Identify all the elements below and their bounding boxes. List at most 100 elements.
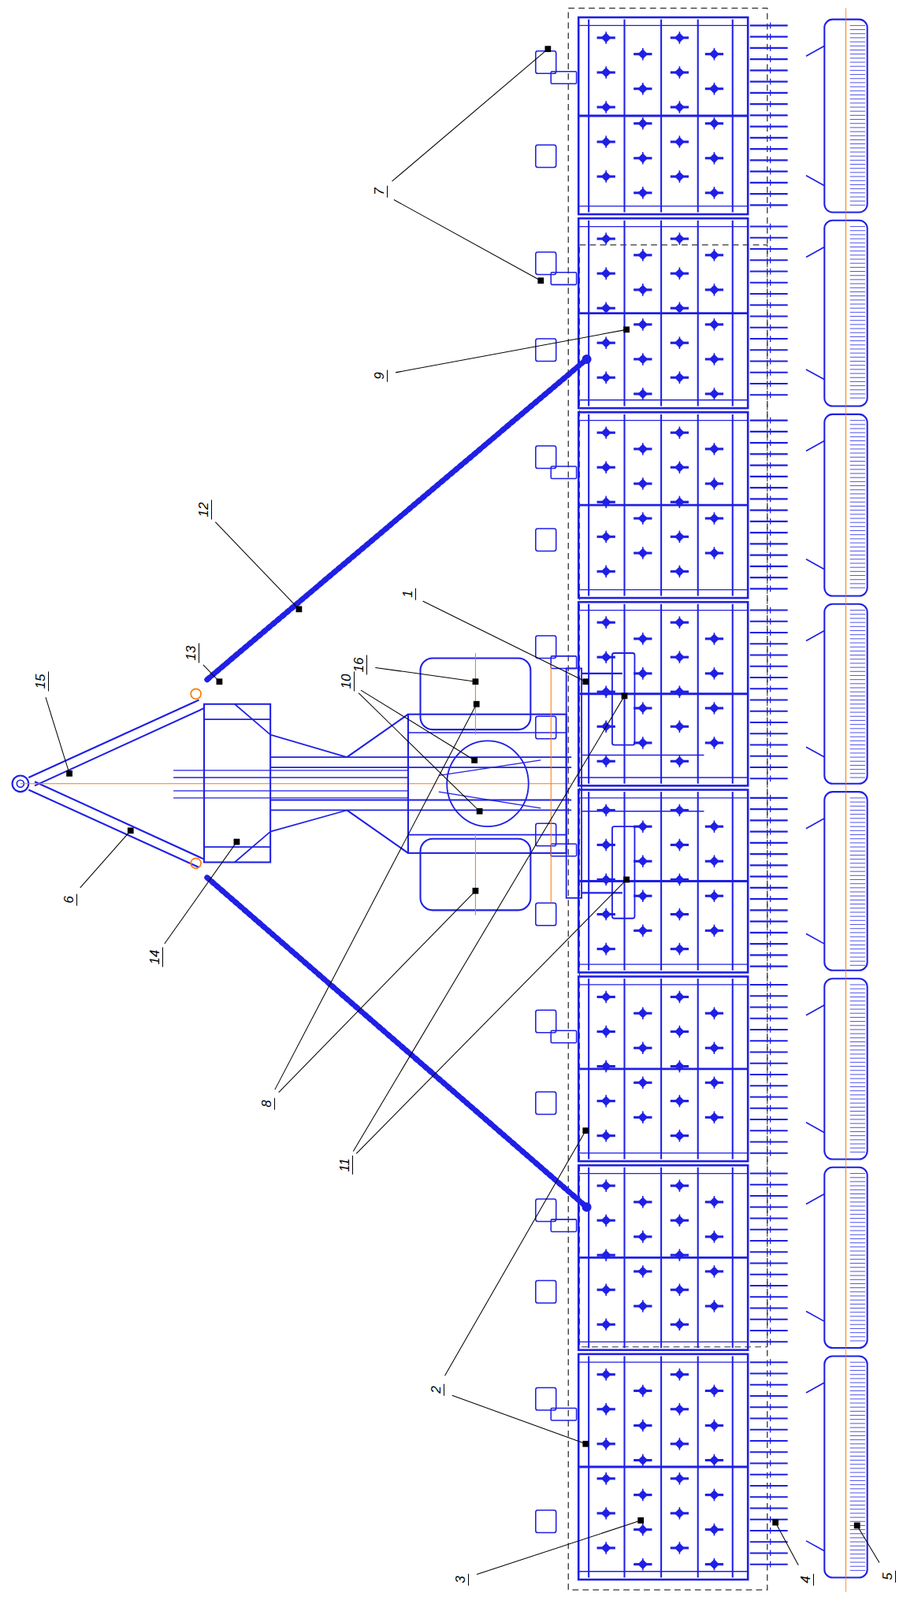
outline-line: [750, 248, 788, 250]
outline-line: [769, 279, 771, 287]
outline-line: [850, 464, 866, 466]
share-mark: [675, 68, 684, 77]
share-mark: [675, 497, 684, 506]
leader-dot: [234, 839, 241, 846]
outline-line: [806, 1382, 825, 1394]
outline-line: [750, 81, 788, 83]
outline-line: [850, 204, 866, 206]
outline-line: [578, 419, 748, 421]
leader-dot: [772, 1519, 779, 1527]
outline-line: [850, 250, 866, 252]
leader-dot: [296, 605, 303, 613]
share-mark: [639, 1233, 647, 1242]
share-mark: [602, 68, 610, 77]
outline-line: [750, 1395, 788, 1398]
outline-line: [850, 1033, 866, 1035]
outline-rect: [408, 714, 567, 854]
outline-line: [850, 1467, 866, 1469]
share-mark: [602, 269, 610, 278]
outline-line: [850, 143, 866, 145]
outline-line: [769, 428, 771, 435]
outline-line: [850, 769, 866, 770]
outline-line: [850, 1114, 866, 1116]
outline-line: [850, 1566, 866, 1568]
share-mark: [709, 514, 718, 523]
outline-line: [769, 66, 771, 74]
outline-line: [850, 86, 866, 88]
outline-line: [769, 1271, 771, 1279]
outline-line: [850, 1242, 866, 1244]
outline-line: [750, 642, 788, 645]
share-mark: [709, 1302, 718, 1311]
share-mark: [675, 1509, 684, 1518]
outline-line: [750, 259, 788, 261]
outline-line: [850, 1218, 866, 1219]
outline-line: [850, 695, 866, 697]
outline-line: [850, 1151, 866, 1153]
dashed-envelope: [568, 7, 768, 1591]
outline-line: [750, 304, 788, 306]
outline-line: [475, 653, 476, 736]
outline-line: [769, 346, 771, 354]
outline-rect: [578, 977, 748, 1162]
share-mark: [639, 390, 647, 398]
outline-line: [173, 797, 409, 799]
outline-line: [850, 111, 866, 112]
outline-line: [850, 156, 866, 157]
share-mark: [675, 840, 684, 849]
outline-line: [769, 873, 771, 881]
outline-line: [850, 489, 866, 491]
outline-line: [750, 36, 788, 38]
outline-line: [769, 156, 771, 164]
share-mark: [639, 320, 647, 329]
outline-line: [850, 126, 866, 128]
outline-line: [850, 1517, 866, 1519]
share-mark: [602, 1285, 610, 1294]
outline-line: [769, 607, 771, 614]
share-mark: [639, 1198, 647, 1207]
share-mark: [709, 857, 718, 866]
outline-line: [806, 1193, 825, 1204]
outline-line: [578, 609, 748, 611]
outline-line: [578, 984, 748, 985]
outline-line: [750, 1361, 788, 1364]
share-mark: [675, 1251, 684, 1260]
share-mark: [639, 704, 647, 713]
outline-line: [850, 1311, 866, 1313]
callout-number: 1: [400, 587, 417, 600]
outline-line: [769, 1371, 771, 1378]
outline-line: [850, 271, 866, 272]
outline-line: [750, 542, 788, 545]
outline-line: [850, 473, 866, 475]
outline-line: [850, 70, 866, 71]
outline-line: [750, 1451, 788, 1453]
outline-line: [850, 368, 866, 370]
outline-line: [850, 1029, 866, 1030]
share-mark: [639, 251, 647, 260]
outline-line: [750, 687, 788, 690]
outline-line: [850, 493, 866, 495]
share-mark: [602, 1131, 610, 1140]
share-mark: [675, 1096, 684, 1105]
outline-line: [750, 464, 788, 467]
outline-line: [850, 432, 866, 434]
outline-line: [850, 234, 866, 235]
share-mark: [709, 355, 718, 364]
outline-line: [850, 1210, 866, 1212]
outline-line: [850, 1398, 866, 1400]
outline-line: [850, 687, 866, 689]
share-mark: [675, 428, 684, 437]
share-mark: [639, 1113, 647, 1122]
outline-line: [850, 49, 866, 51]
outline-line: [850, 802, 866, 803]
outline-line: [806, 746, 825, 758]
outline-line: [578, 1341, 748, 1343]
share-mark: [602, 653, 610, 662]
leader-dot: [854, 1523, 861, 1530]
share-mark: [639, 49, 647, 58]
outline-line: [850, 899, 866, 901]
outline-line: [750, 1029, 788, 1031]
share-mark: [709, 1267, 718, 1276]
outline-line: [850, 1472, 866, 1474]
outline-line: [769, 981, 771, 989]
